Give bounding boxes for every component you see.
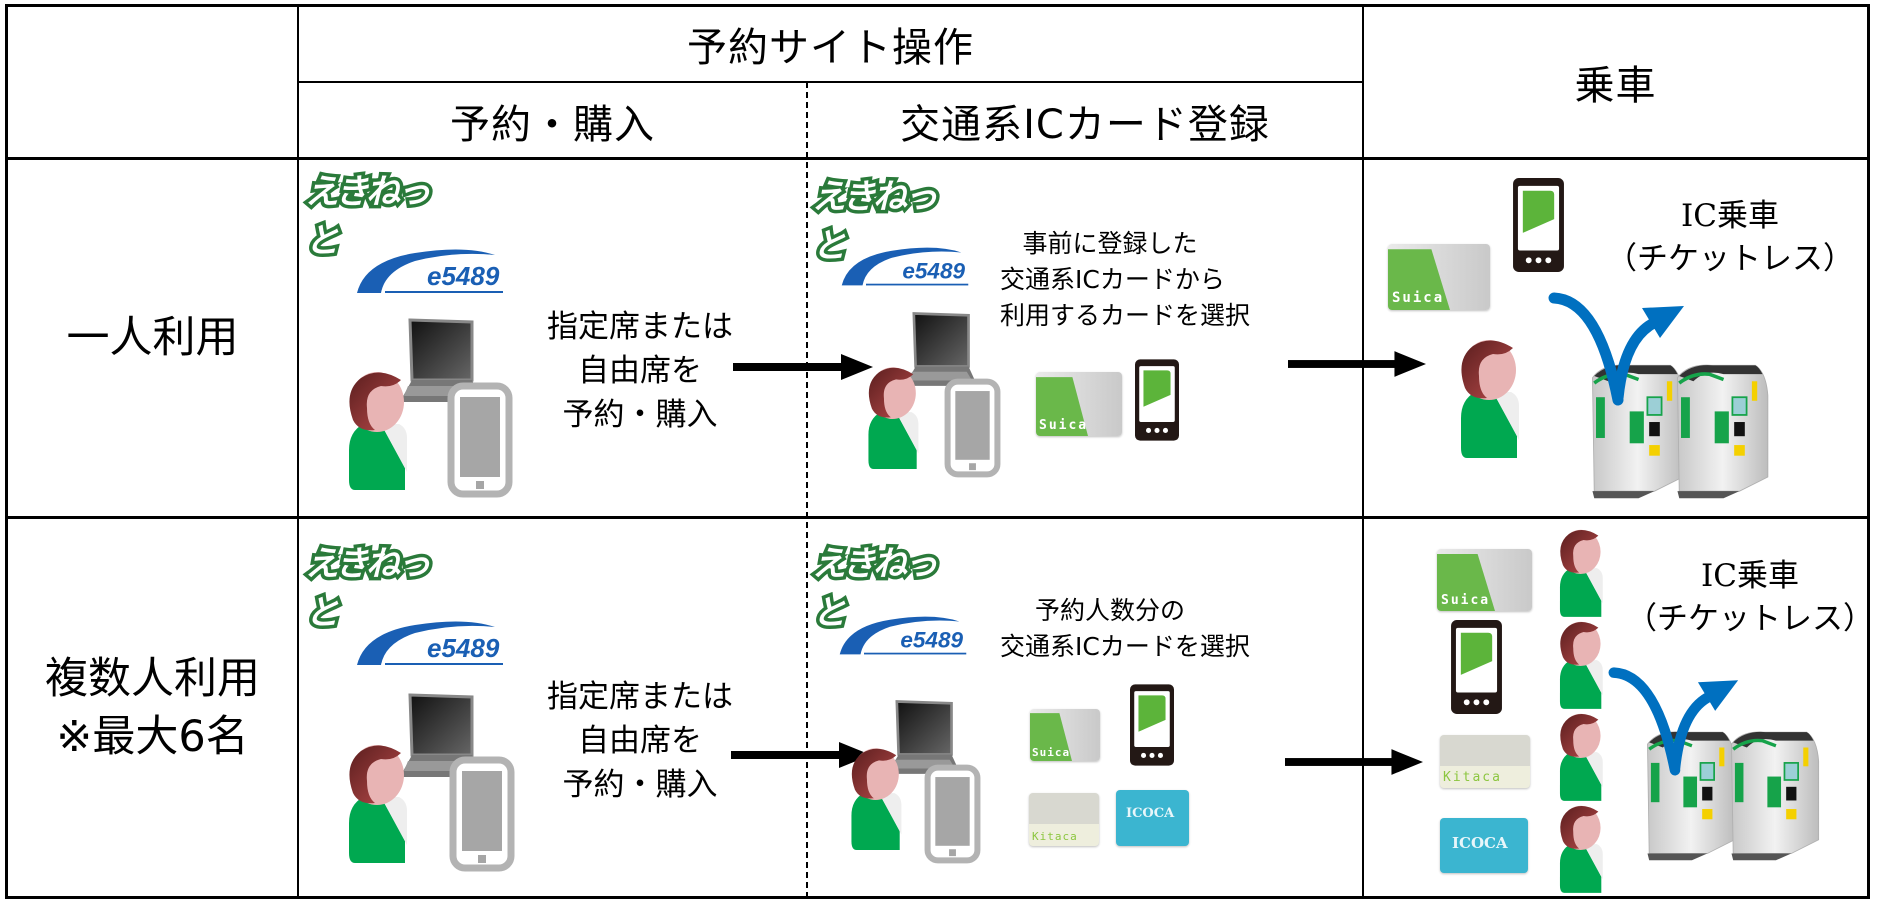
- header-site-operation: 予約サイト操作: [687, 25, 974, 71]
- ic-boarding-label: IC乗車 （チケットレス）: [1626, 558, 1874, 637]
- header-reserve-purchase: 予約・購入: [450, 101, 655, 148]
- suica-card: Suica: [1388, 244, 1490, 310]
- smartphone-icon: [945, 372, 1000, 484]
- pass-through-arrow: [1608, 667, 1739, 776]
- table-border-right: [1867, 4, 1870, 899]
- e5489-text: e5489: [427, 633, 500, 663]
- suica-card: Suica: [1036, 372, 1122, 436]
- header-bottom: [5, 157, 1870, 160]
- flow-arrow: [1285, 749, 1423, 775]
- e5489-text: e5489: [427, 261, 500, 291]
- e5489-logo: e5489: [357, 249, 503, 293]
- row-label-single: 一人利用: [8, 160, 297, 516]
- e5489-logo: e5489: [841, 247, 969, 286]
- row-label-text: 一人利用: [66, 313, 239, 363]
- person-icon: [349, 745, 407, 863]
- col-divider-boarding: [1362, 4, 1364, 899]
- mobile-suica-icon: [1130, 684, 1174, 766]
- person-icon: [868, 367, 919, 469]
- person-icon: [349, 372, 407, 490]
- icoca-card: ICOCA: [1440, 818, 1528, 873]
- ekinet-logo: えきねっと: [809, 174, 942, 270]
- kitaca-card: Kitaca: [1440, 735, 1530, 788]
- person-icon: [851, 748, 902, 850]
- flow-arrow: [733, 354, 873, 380]
- col-divider-label: [297, 4, 299, 899]
- person-icon: [1461, 340, 1519, 458]
- person-icon: [1559, 621, 1603, 709]
- reserve-description: 指定席または 自由席を 予約・購入: [547, 679, 733, 803]
- row-label-text: 複数人利用: [45, 653, 260, 704]
- row-divider: [5, 516, 1870, 519]
- mobile-suica-icon: [1513, 178, 1564, 272]
- icoca-card: ICOCA: [1116, 790, 1189, 846]
- suica-card: Suica: [1030, 709, 1100, 761]
- e5489-text: e5489: [900, 628, 963, 653]
- e5489-logo: e5489: [839, 616, 967, 655]
- row-label-note: ※最大6名: [56, 711, 249, 762]
- mobile-suica-icon: [1135, 359, 1179, 441]
- ekinet-logo: えきねっと: [809, 541, 942, 637]
- ic-boarding-label: IC乗車 （チケットレス）: [1606, 198, 1854, 277]
- flow-arrow: [731, 742, 871, 768]
- reserve-description: 指定席または 自由席を 予約・購入: [547, 309, 733, 433]
- suica-card: Suica: [1437, 549, 1532, 611]
- header-subdivider: [297, 81, 1363, 83]
- col-divider-dashed: [806, 82, 808, 898]
- row-label-multiple: 複数人利用 ※最大6名: [8, 519, 297, 896]
- person-icon: [1559, 713, 1603, 801]
- register-description: 予約人数分の 交通系ICカードを選択: [1000, 596, 1250, 661]
- smartphone-icon: [450, 757, 514, 871]
- mobile-suica-icon: [1451, 620, 1502, 714]
- e5489-logo: e5489: [357, 621, 503, 665]
- table-border-top: [5, 4, 1870, 7]
- ekinet-logo: えきねっと: [302, 169, 435, 265]
- smartphone-icon: [925, 758, 980, 870]
- person-icon: [1559, 805, 1603, 893]
- kitaca-card: Kitaca: [1029, 793, 1099, 846]
- smartphone-icon: [448, 383, 512, 497]
- table-border-left: [5, 4, 8, 899]
- person-icon: [1559, 529, 1603, 617]
- flow-arrow: [1288, 351, 1426, 377]
- header-ic-registration: 交通系ICカード登録: [900, 101, 1270, 148]
- e5489-text: e5489: [902, 259, 965, 284]
- register-description: 事前に登録した 交通系ICカードから 利用するカードを選択: [1000, 229, 1251, 330]
- header-boarding: 乗車: [1574, 63, 1657, 109]
- ekinet-logo: えきねっと: [302, 541, 435, 637]
- table-border-bottom: [5, 896, 1870, 899]
- pass-through-arrow: [1548, 292, 1684, 406]
